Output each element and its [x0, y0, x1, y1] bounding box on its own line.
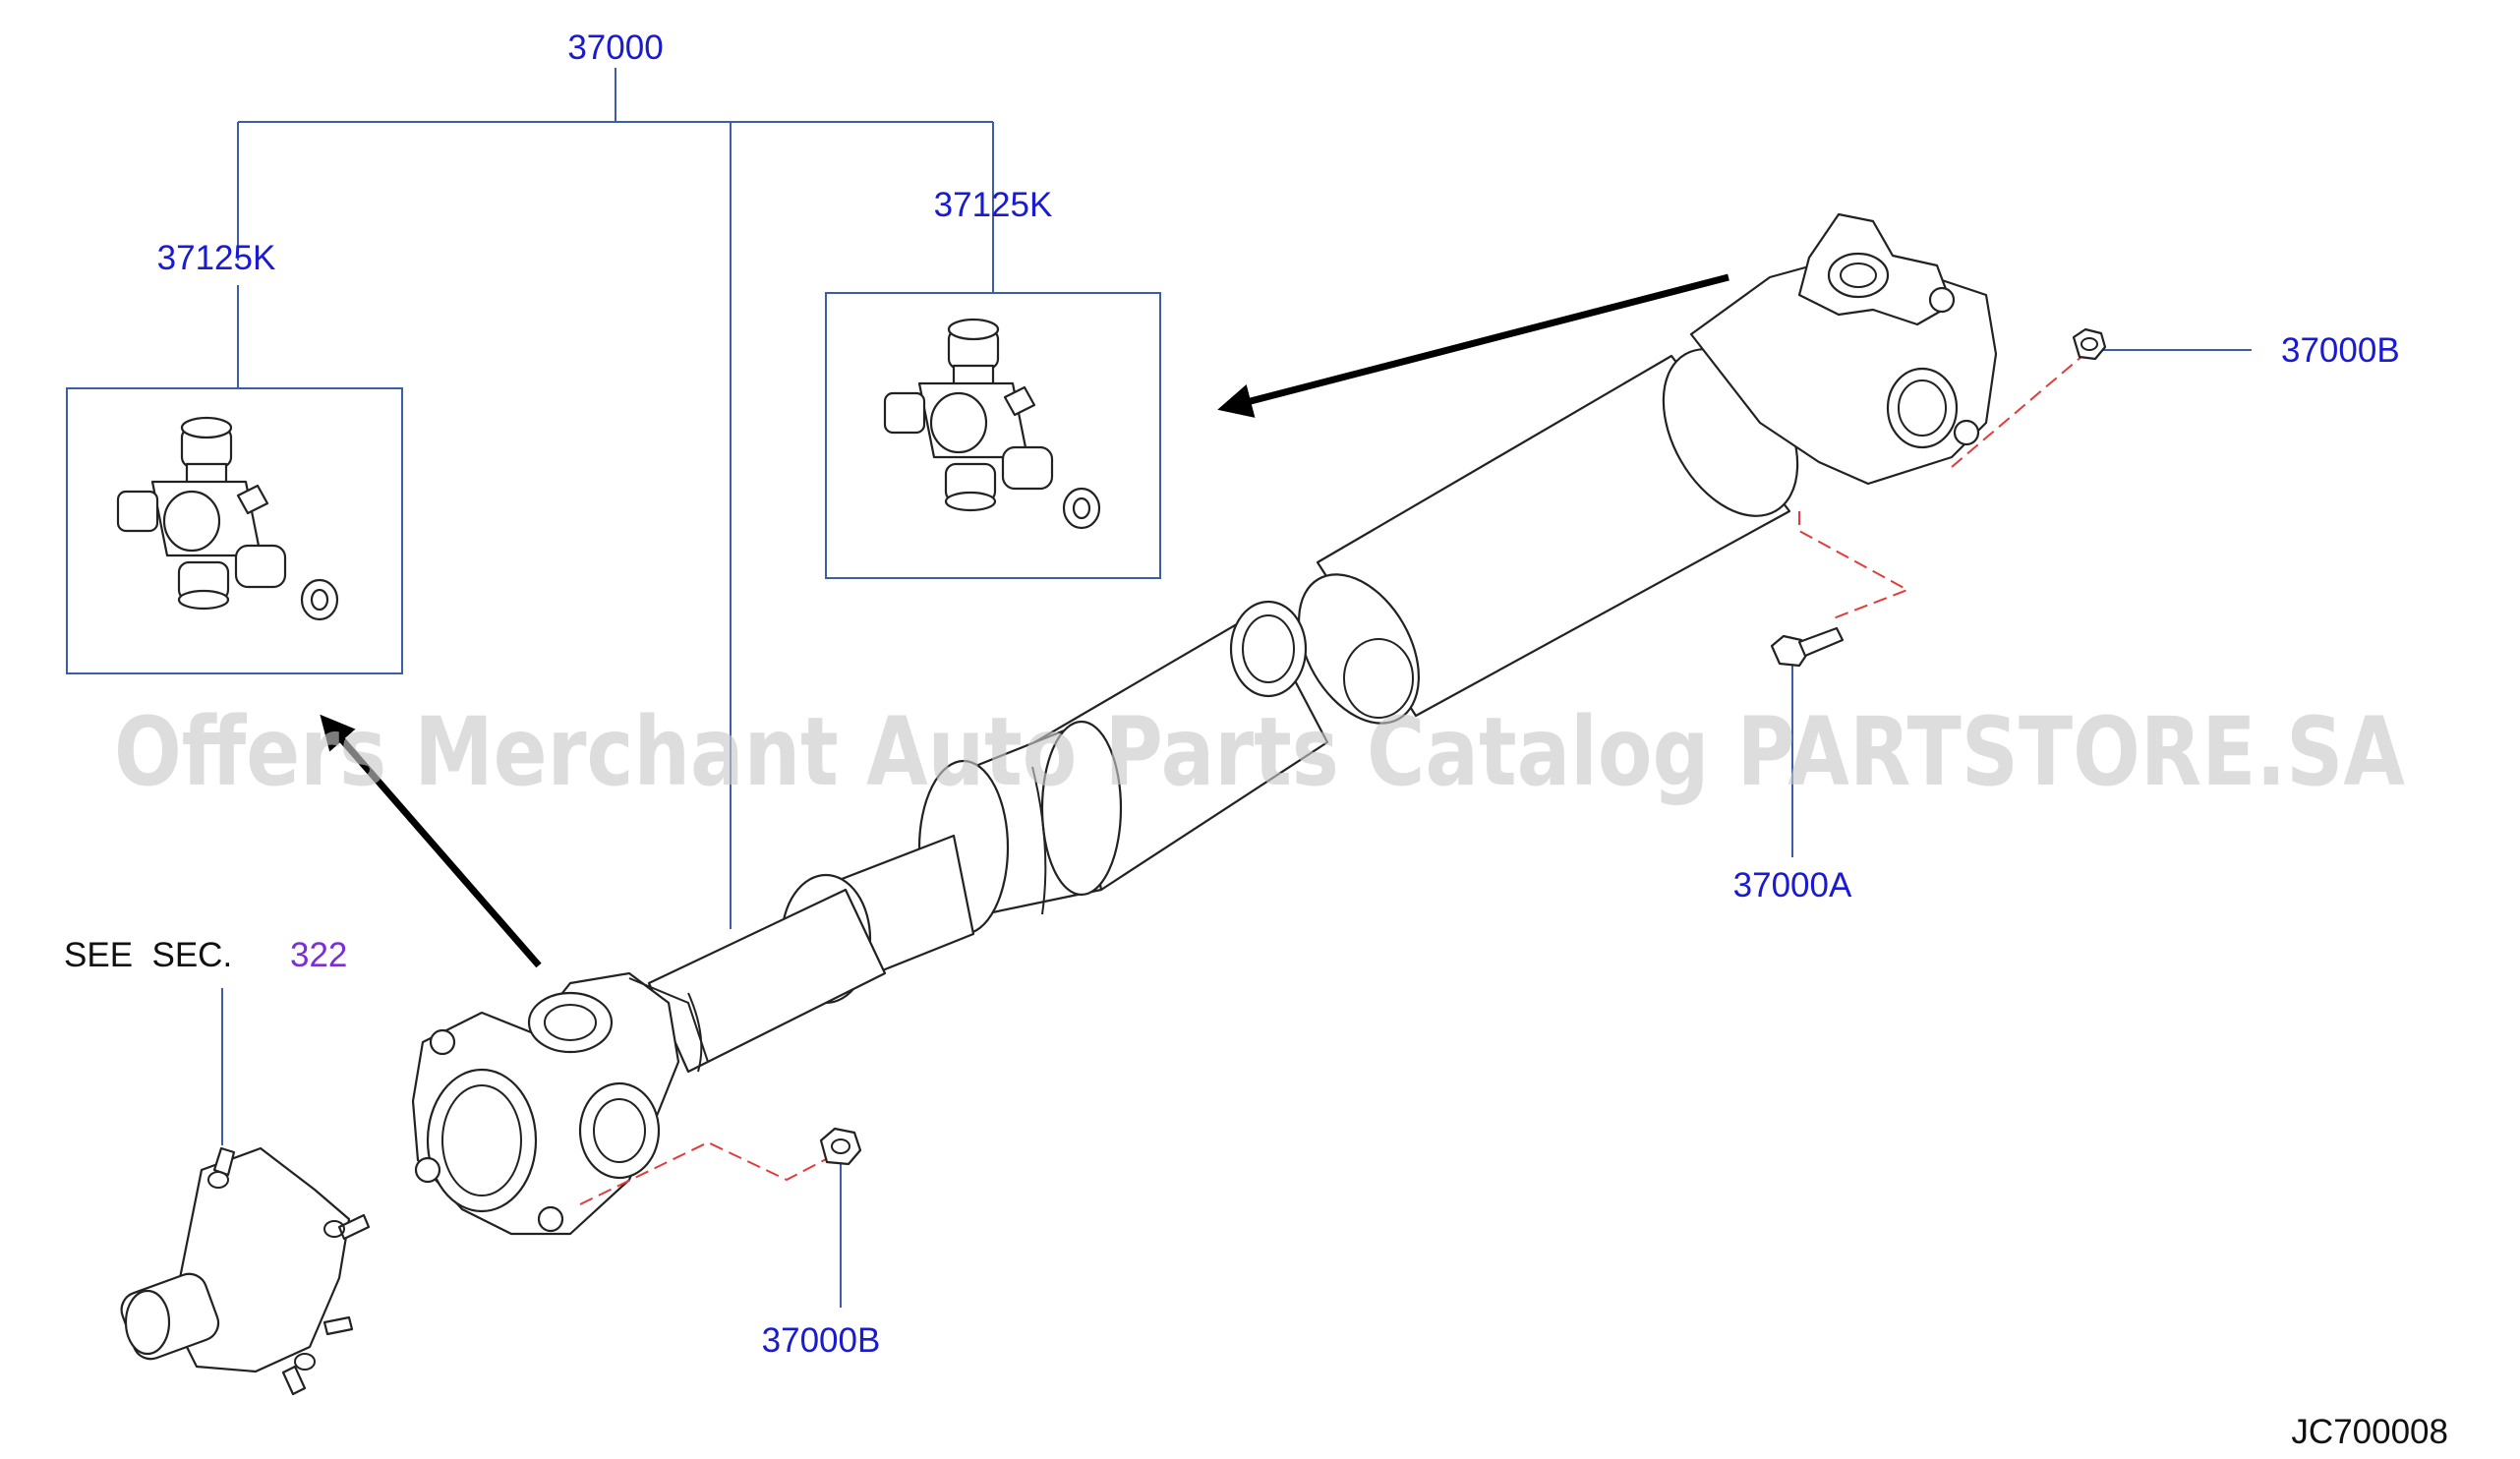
flange-yoke-icon: [1689, 212, 1998, 486]
snap-ring-icon: [300, 578, 339, 621]
see-section-label: SEE SEC.: [64, 936, 232, 974]
direction-arrow-icon: [1217, 273, 1729, 418]
flange-yoke-icon: [411, 971, 709, 1236]
phantom-line: [579, 1140, 835, 1205]
hex-nut-icon: [819, 1127, 862, 1166]
callout-37000: 37000: [567, 29, 663, 67]
callout-37125k-left: 37125K: [157, 239, 276, 277]
callout-leaders: [221, 68, 2252, 1308]
hex-nut-icon: [2072, 327, 2107, 361]
flange-bolt-icon: [1770, 626, 1845, 668]
propeller-shaft: [647, 348, 1799, 1074]
universal-joint-spider-icon: [116, 416, 287, 611]
phantom-line: [1951, 349, 2090, 468]
watermark-text: Offers Merchant Auto Parts Catalog PARTS…: [114, 697, 2405, 807]
phantom-line: [1798, 511, 1910, 620]
callout-37000b-right: 37000B: [2281, 331, 2400, 370]
direction-arrow-icon: [320, 714, 542, 968]
companion-flange-icon: [120, 1146, 371, 1396]
figure-code: JC700008: [2291, 1413, 2448, 1451]
joint-kit-inset-left: [66, 387, 403, 674]
callout-37125k-right: 37125K: [934, 186, 1053, 224]
snap-ring-icon: [1062, 487, 1101, 530]
callout-37000a: 37000A: [1733, 866, 1852, 905]
see-section-link[interactable]: 322: [290, 936, 347, 974]
callout-37000b-bottom: 37000B: [762, 1321, 881, 1360]
joint-kit-inset-right: [825, 292, 1161, 579]
universal-joint-spider-icon: [883, 318, 1054, 512]
